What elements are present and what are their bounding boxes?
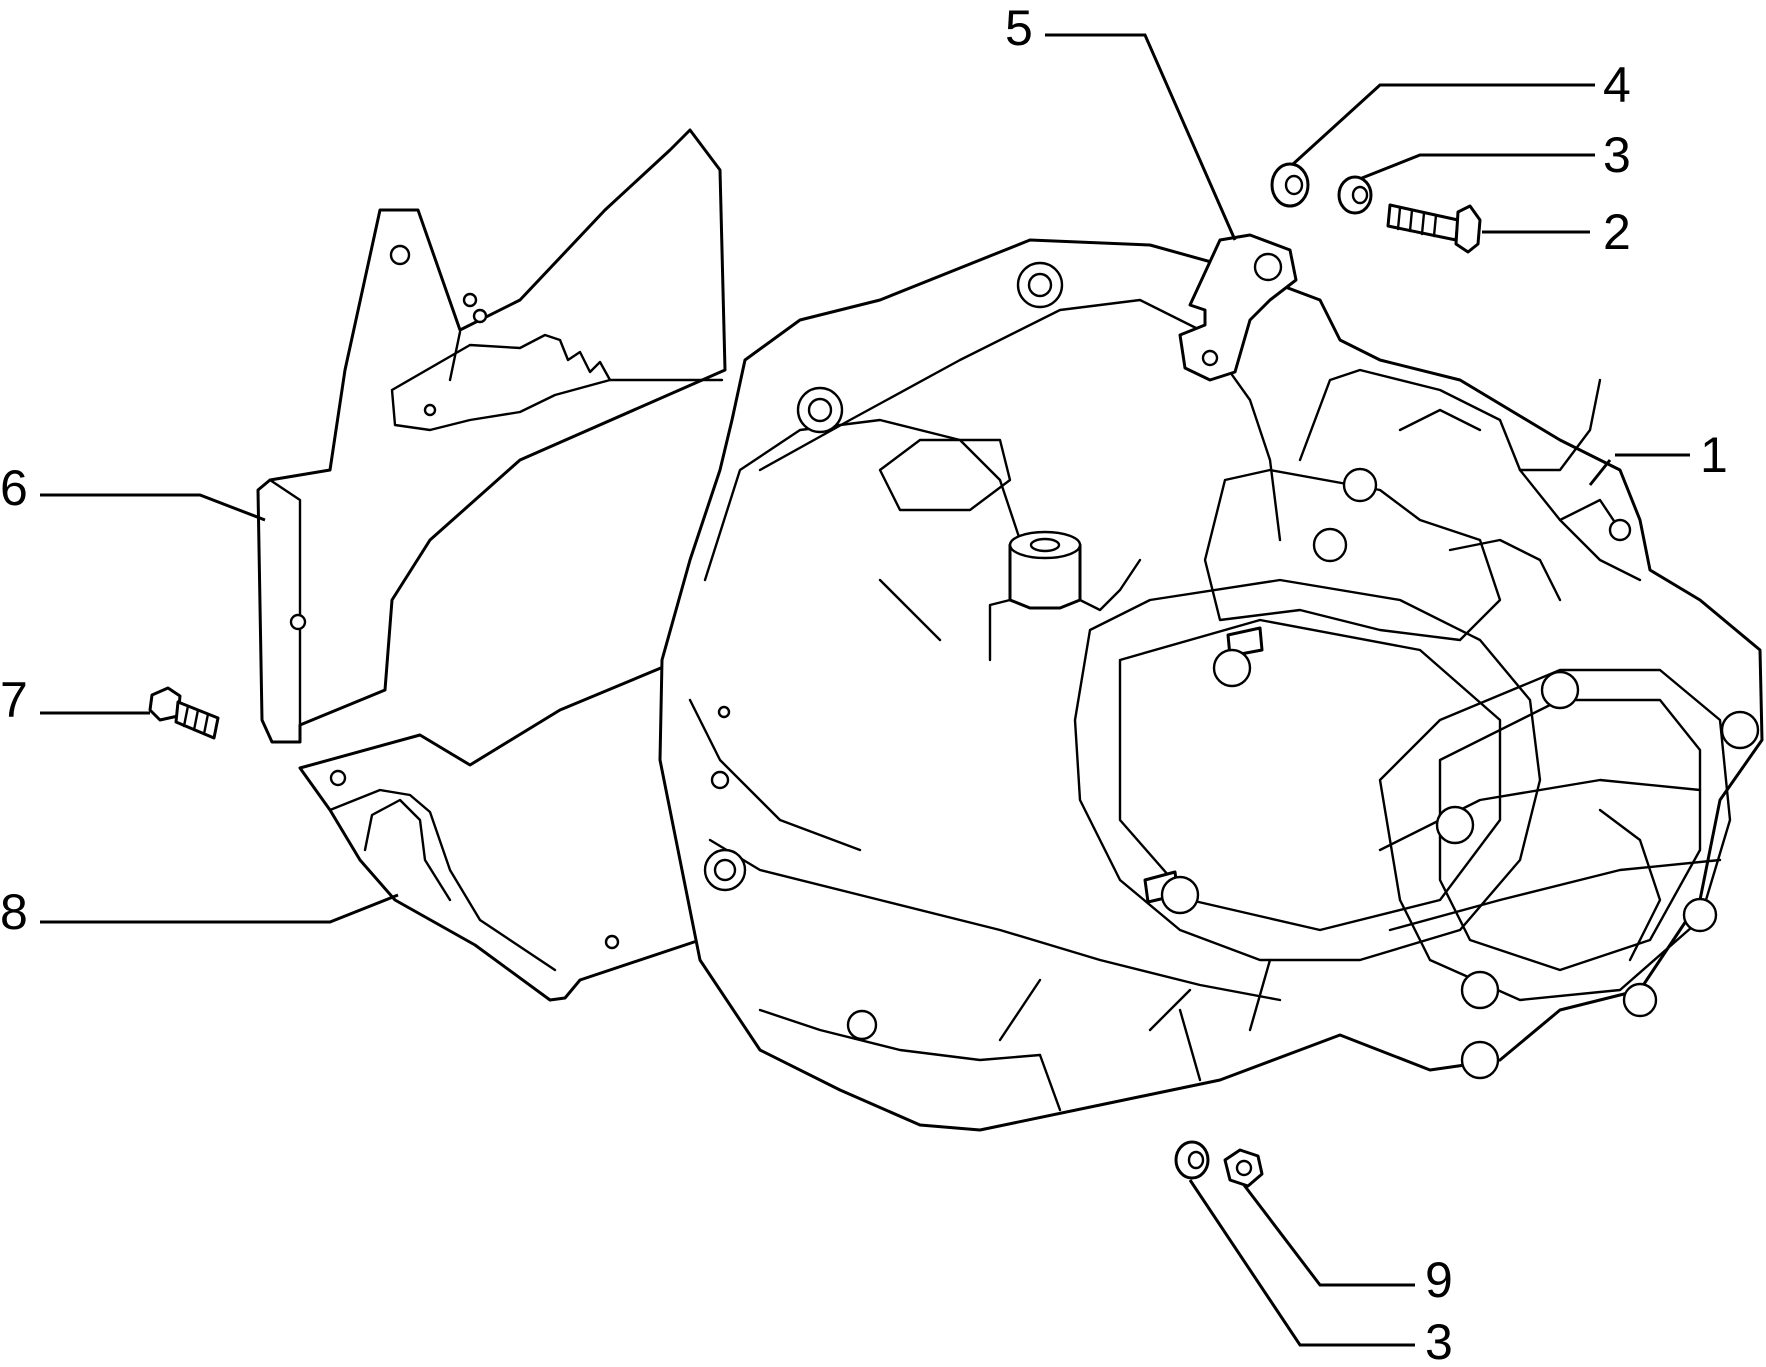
leader-8 <box>40 893 399 924</box>
leader-1 <box>1588 453 1690 486</box>
leader-lines <box>40 33 1690 1347</box>
callout-1: 1 <box>1700 427 1728 483</box>
callout-3-lower: 3 <box>1425 1314 1453 1367</box>
leader-9 <box>1242 1184 1415 1287</box>
washer-part-3-lower <box>1174 1140 1210 1180</box>
bolt-part-2 <box>1386 203 1482 254</box>
washer-part-3-upper <box>1337 175 1373 215</box>
leader-3-lower <box>1188 1179 1415 1347</box>
callout-6: 6 <box>0 460 28 516</box>
callout-8: 8 <box>0 884 28 940</box>
callout-7: 7 <box>0 672 28 728</box>
callout-2: 2 <box>1603 204 1631 260</box>
gearbox-housing-part-1 <box>658 238 1764 1132</box>
shield-plate-part-8 <box>298 658 702 1002</box>
callout-5: 5 <box>1005 0 1033 56</box>
leader-3-upper <box>1361 153 1595 180</box>
washer-part-4 <box>1270 162 1310 208</box>
leader-6 <box>40 493 266 522</box>
callout-numbers: 1 2 3 4 5 6 7 8 9 3 <box>0 0 1728 1367</box>
bracket-part-5 <box>1178 233 1298 382</box>
nut-part-9 <box>1223 1148 1264 1188</box>
shield-plate-part-6 <box>256 128 727 744</box>
callout-4: 4 <box>1603 57 1631 113</box>
leader-4 <box>1290 83 1595 167</box>
stud-part-7 <box>148 686 220 740</box>
callout-3-upper: 3 <box>1603 127 1631 183</box>
leader-5 <box>1045 33 1237 241</box>
callout-9: 9 <box>1425 1252 1453 1308</box>
